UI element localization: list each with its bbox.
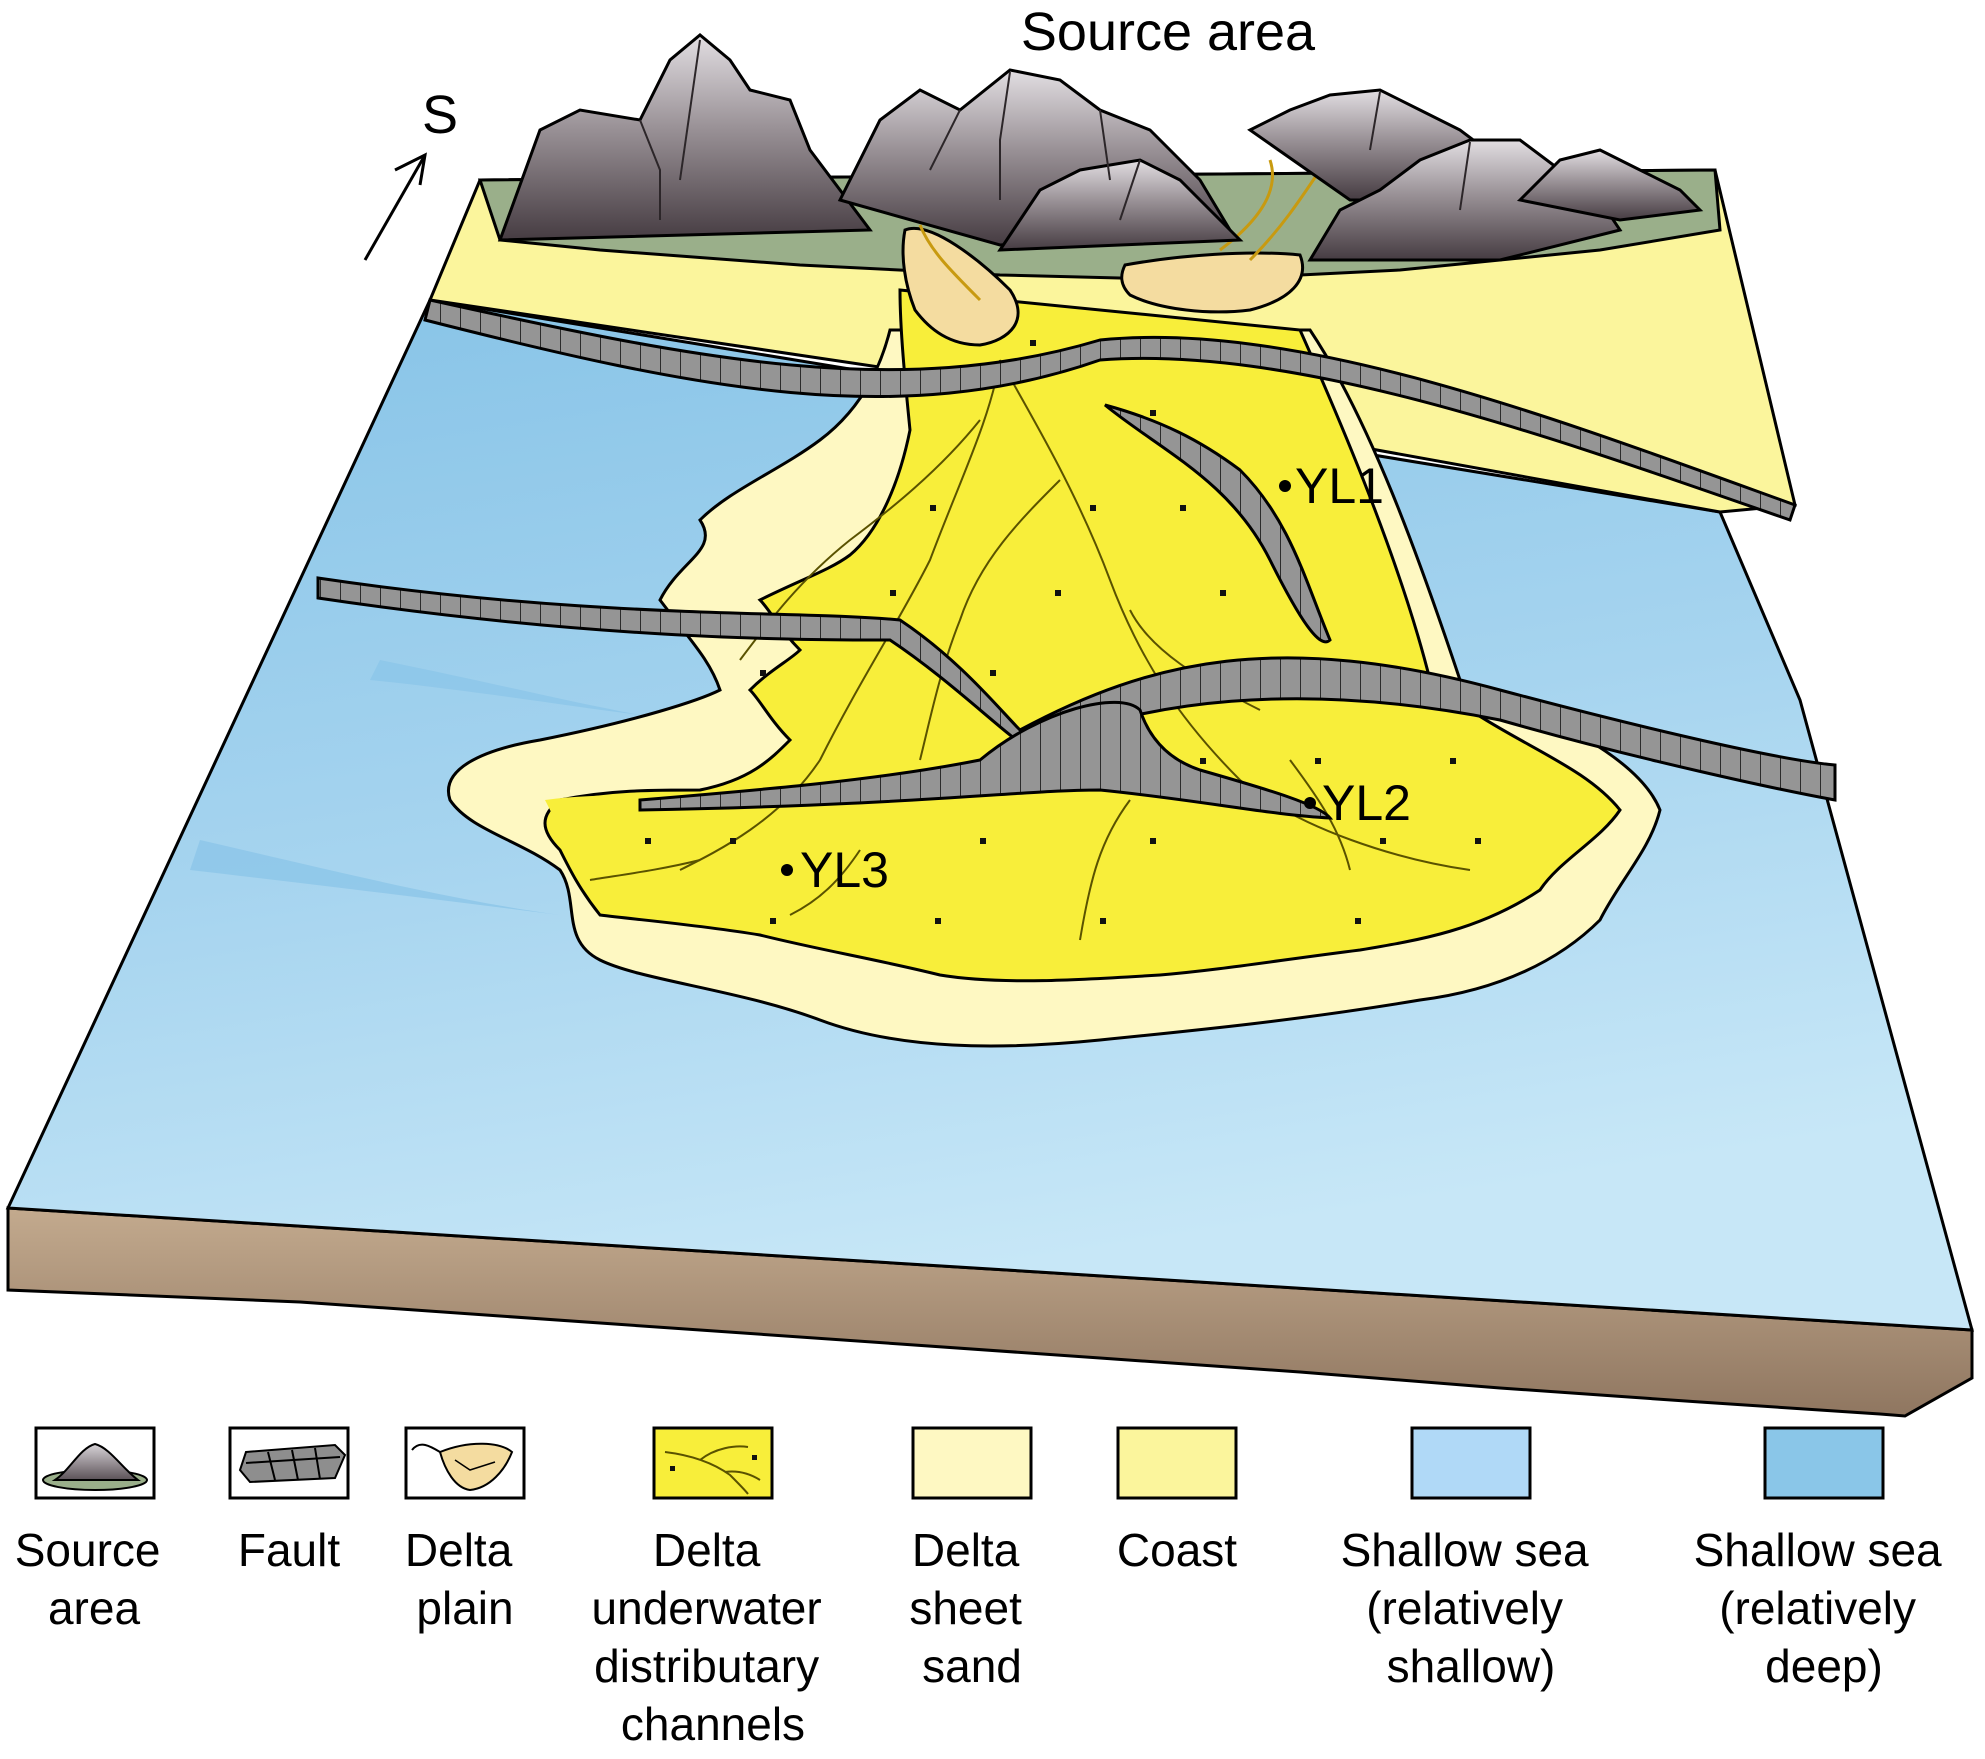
swatch-shallow-sea-shallow	[1410, 1426, 1532, 1500]
legend: Source area Fault	[15, 1426, 1955, 1750]
well-yl1[interactable]: YL1	[1279, 458, 1384, 514]
deep-water-streak	[370, 660, 640, 715]
legend-label-shallow-sea-relatively-deep: Shallow sea (relatively deep)	[1694, 1524, 1955, 1692]
legend-label-shallow-sea-relatively-shallow: Shallow sea (relatively shallow)	[1341, 1524, 1602, 1692]
well-label-yl2: YL2	[1322, 775, 1411, 831]
fault-upper	[423, 298, 1797, 522]
channel-icon	[664, 1445, 761, 1495]
delta-plain-lobe	[1120, 251, 1304, 314]
block-base	[6, 1206, 1974, 1418]
legend-label-delta-plain: Delta plain	[405, 1524, 525, 1634]
diagram-title: Source area	[1021, 2, 1316, 62]
legend-item-delta-plain: Delta plain	[404, 1426, 526, 1634]
legend-item-coast: Coast	[1116, 1426, 1238, 1576]
well-yl2[interactable]: YL2	[1304, 775, 1411, 831]
legend-label-delta-underwater-distributary-channels: Delta underwater distributary channels	[592, 1524, 835, 1750]
legend-label-fault: Fault	[238, 1524, 340, 1576]
source-area-mountains	[497, 33, 1704, 262]
swatch-delta-sheet-sand	[911, 1426, 1033, 1500]
fault-lower	[638, 700, 1334, 820]
delta-plain-icon	[411, 1442, 514, 1492]
well-yl3[interactable]: YL3	[781, 842, 889, 898]
legend-item-fault: Fault	[228, 1426, 350, 1576]
swatch-coast	[1116, 1426, 1238, 1500]
legend-item-delta-underwater-distributary-channels: Delta underwater distributary channels	[592, 1426, 835, 1750]
legend-item-source-area: Source area	[15, 1426, 174, 1634]
swatch-shallow-sea-deep	[1763, 1426, 1885, 1500]
legend-label-coast: Coast	[1117, 1524, 1237, 1576]
channel-dots	[645, 258, 1481, 924]
legend-item-shallow-sea-relatively-shallow: Shallow sea (relatively shallow)	[1341, 1426, 1602, 1692]
fault-branch	[1104, 403, 1332, 644]
mountain-ridge-lines	[639, 39, 1471, 221]
well-label-yl1: YL1	[1295, 458, 1384, 514]
mountain-icon	[42, 1442, 148, 1491]
legend-label-delta-sheet-sand: Delta sheet sand	[909, 1524, 1034, 1692]
delta-underwater-distributary-channels	[545, 730, 1568, 956]
well-label-yl3: YL3	[800, 842, 889, 898]
fault-middle	[316, 576, 1837, 802]
north-arrow: S	[363, 85, 458, 261]
legend-label-source-area: Source area	[15, 1524, 174, 1634]
legend-item-delta-sheet-sand: Delta sheet sand	[909, 1426, 1034, 1692]
north-arrow-label: S	[422, 85, 458, 145]
legend-item-shallow-sea-relatively-deep: Shallow sea (relatively deep)	[1694, 1426, 1955, 1692]
fault-block-icon	[238, 1443, 347, 1484]
delta-plain-lobe	[901, 227, 1020, 347]
deep-water-streak	[190, 840, 560, 915]
